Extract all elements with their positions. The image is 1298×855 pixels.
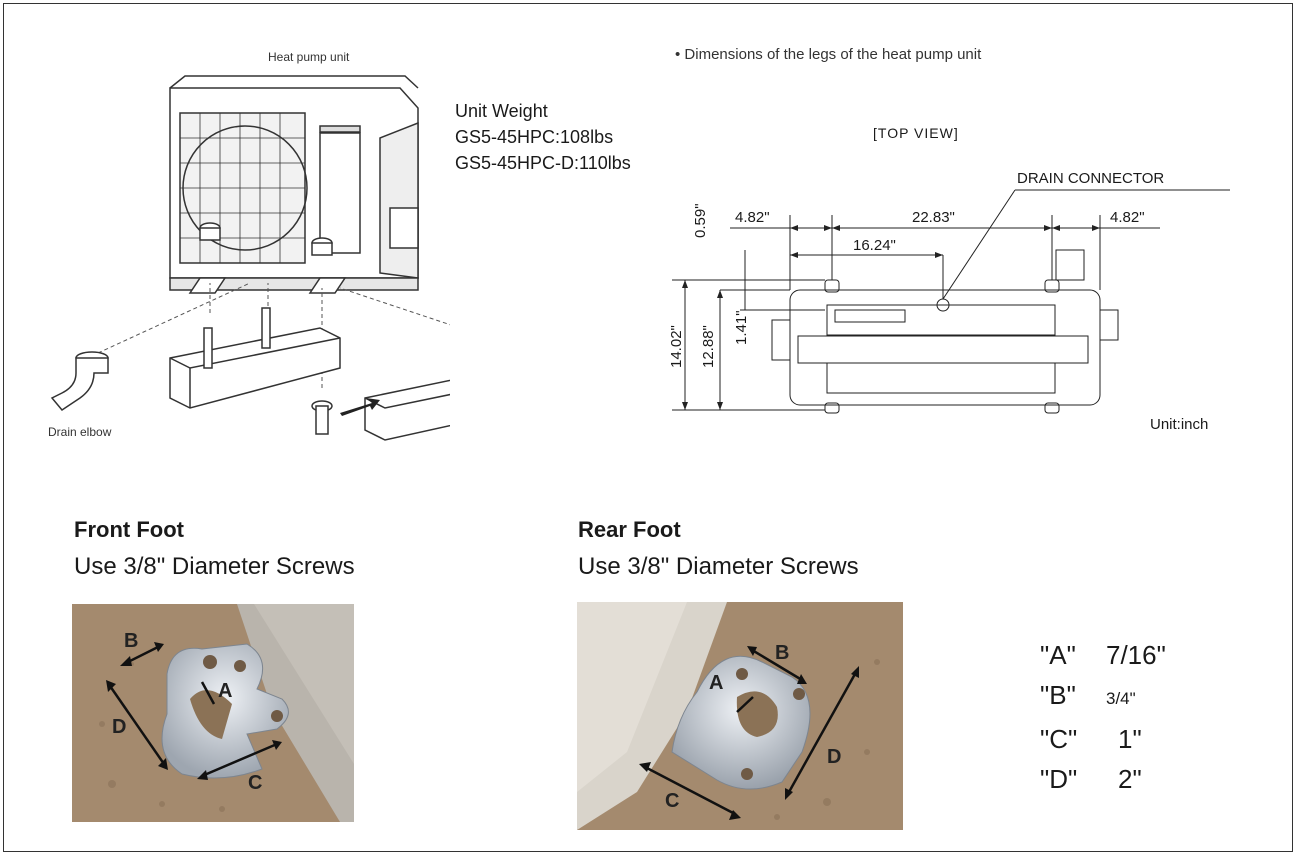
rear-label-d: D bbox=[827, 746, 842, 768]
front-foot-subtitle: Use 3/8" Diameter Screws bbox=[74, 553, 355, 580]
spec-key: "B" bbox=[1040, 680, 1076, 710]
drain-elbow-shape bbox=[50, 351, 109, 411]
unit-weight-heading: Unit Weight bbox=[455, 101, 548, 121]
front-label-b: B bbox=[124, 630, 139, 652]
front-label-d: D bbox=[112, 716, 127, 738]
rear-foot-photo: B A D C bbox=[577, 602, 903, 830]
front-label-a: A bbox=[218, 680, 233, 702]
unit-label: Unit:inch bbox=[1150, 416, 1209, 433]
dim-total-depth: 14.02" bbox=[668, 325, 685, 368]
dim-foot-depth: 12.88" bbox=[700, 325, 717, 368]
page-frame bbox=[3, 3, 1293, 852]
spec-row-c: "C" 1" bbox=[1040, 719, 1166, 759]
rear-label-c: C bbox=[665, 790, 680, 812]
bolt-shape bbox=[311, 400, 333, 435]
spec-row-d: "D" 2" bbox=[1040, 759, 1166, 799]
weight-model-1: GS5-45HPC:108lbs bbox=[455, 127, 614, 147]
dim-right-offset: 4.82" bbox=[1110, 209, 1145, 226]
heat-pump-title: Heat pump unit bbox=[268, 50, 350, 64]
insert-arrow bbox=[340, 398, 380, 416]
rear-label-a: A bbox=[709, 672, 724, 694]
front-foot-title: Front Foot bbox=[74, 517, 184, 542]
right-mounting-pad bbox=[364, 379, 450, 441]
spec-value: 7/16" bbox=[1106, 640, 1166, 670]
spec-value: 2" bbox=[1118, 764, 1142, 794]
dim-drain-depth: 1.41" bbox=[733, 310, 750, 345]
dim-foot-spacing: 22.83" bbox=[912, 209, 955, 226]
dim-drain-offset: 16.24" bbox=[853, 237, 896, 254]
dim-top-offset: 0.59" bbox=[692, 203, 709, 238]
spec-row-a: "A" 7/16" bbox=[1040, 635, 1166, 675]
top-view-diagram bbox=[672, 189, 1230, 414]
spec-row-b: "B" 3/4" bbox=[1040, 675, 1166, 719]
unit-outline bbox=[789, 289, 1101, 406]
spec-list: "A" 7/16" "B" 3/4" "C" 1" "D" 2" bbox=[1040, 635, 1166, 799]
front-label-c: C bbox=[248, 772, 263, 794]
dim-left-offset: 4.82" bbox=[735, 209, 770, 226]
unit-weight-block: Unit Weight GS5-45HPC:108lbs GS5-45HPC-D… bbox=[455, 98, 631, 176]
drain-connector-label: DRAIN CONNECTOR bbox=[1017, 170, 1165, 187]
dimensions-title: • Dimensions of the legs of the heat pum… bbox=[675, 46, 982, 63]
spec-value: 1" bbox=[1118, 724, 1142, 754]
spec-value: 3/4" bbox=[1106, 689, 1136, 708]
top-panel bbox=[826, 304, 1056, 336]
spec-key: "D" bbox=[1040, 764, 1078, 794]
drain-elbow-label: Drain elbow bbox=[48, 425, 112, 439]
spec-key: "C" bbox=[1040, 724, 1078, 754]
rear-foot-subtitle: Use 3/8" Diameter Screws bbox=[578, 553, 859, 580]
weight-model-2: GS5-45HPC-D:110lbs bbox=[455, 153, 631, 173]
top-view-label: [TOP VIEW] bbox=[873, 125, 959, 141]
spec-key: "A" bbox=[1040, 640, 1076, 670]
heat-pump-illustration bbox=[50, 75, 450, 441]
rear-label-b: B bbox=[775, 642, 790, 664]
rear-foot-title: Rear Foot bbox=[578, 517, 681, 542]
left-mounting-pad bbox=[169, 307, 341, 409]
front-foot-photo: B A D C bbox=[72, 604, 354, 822]
